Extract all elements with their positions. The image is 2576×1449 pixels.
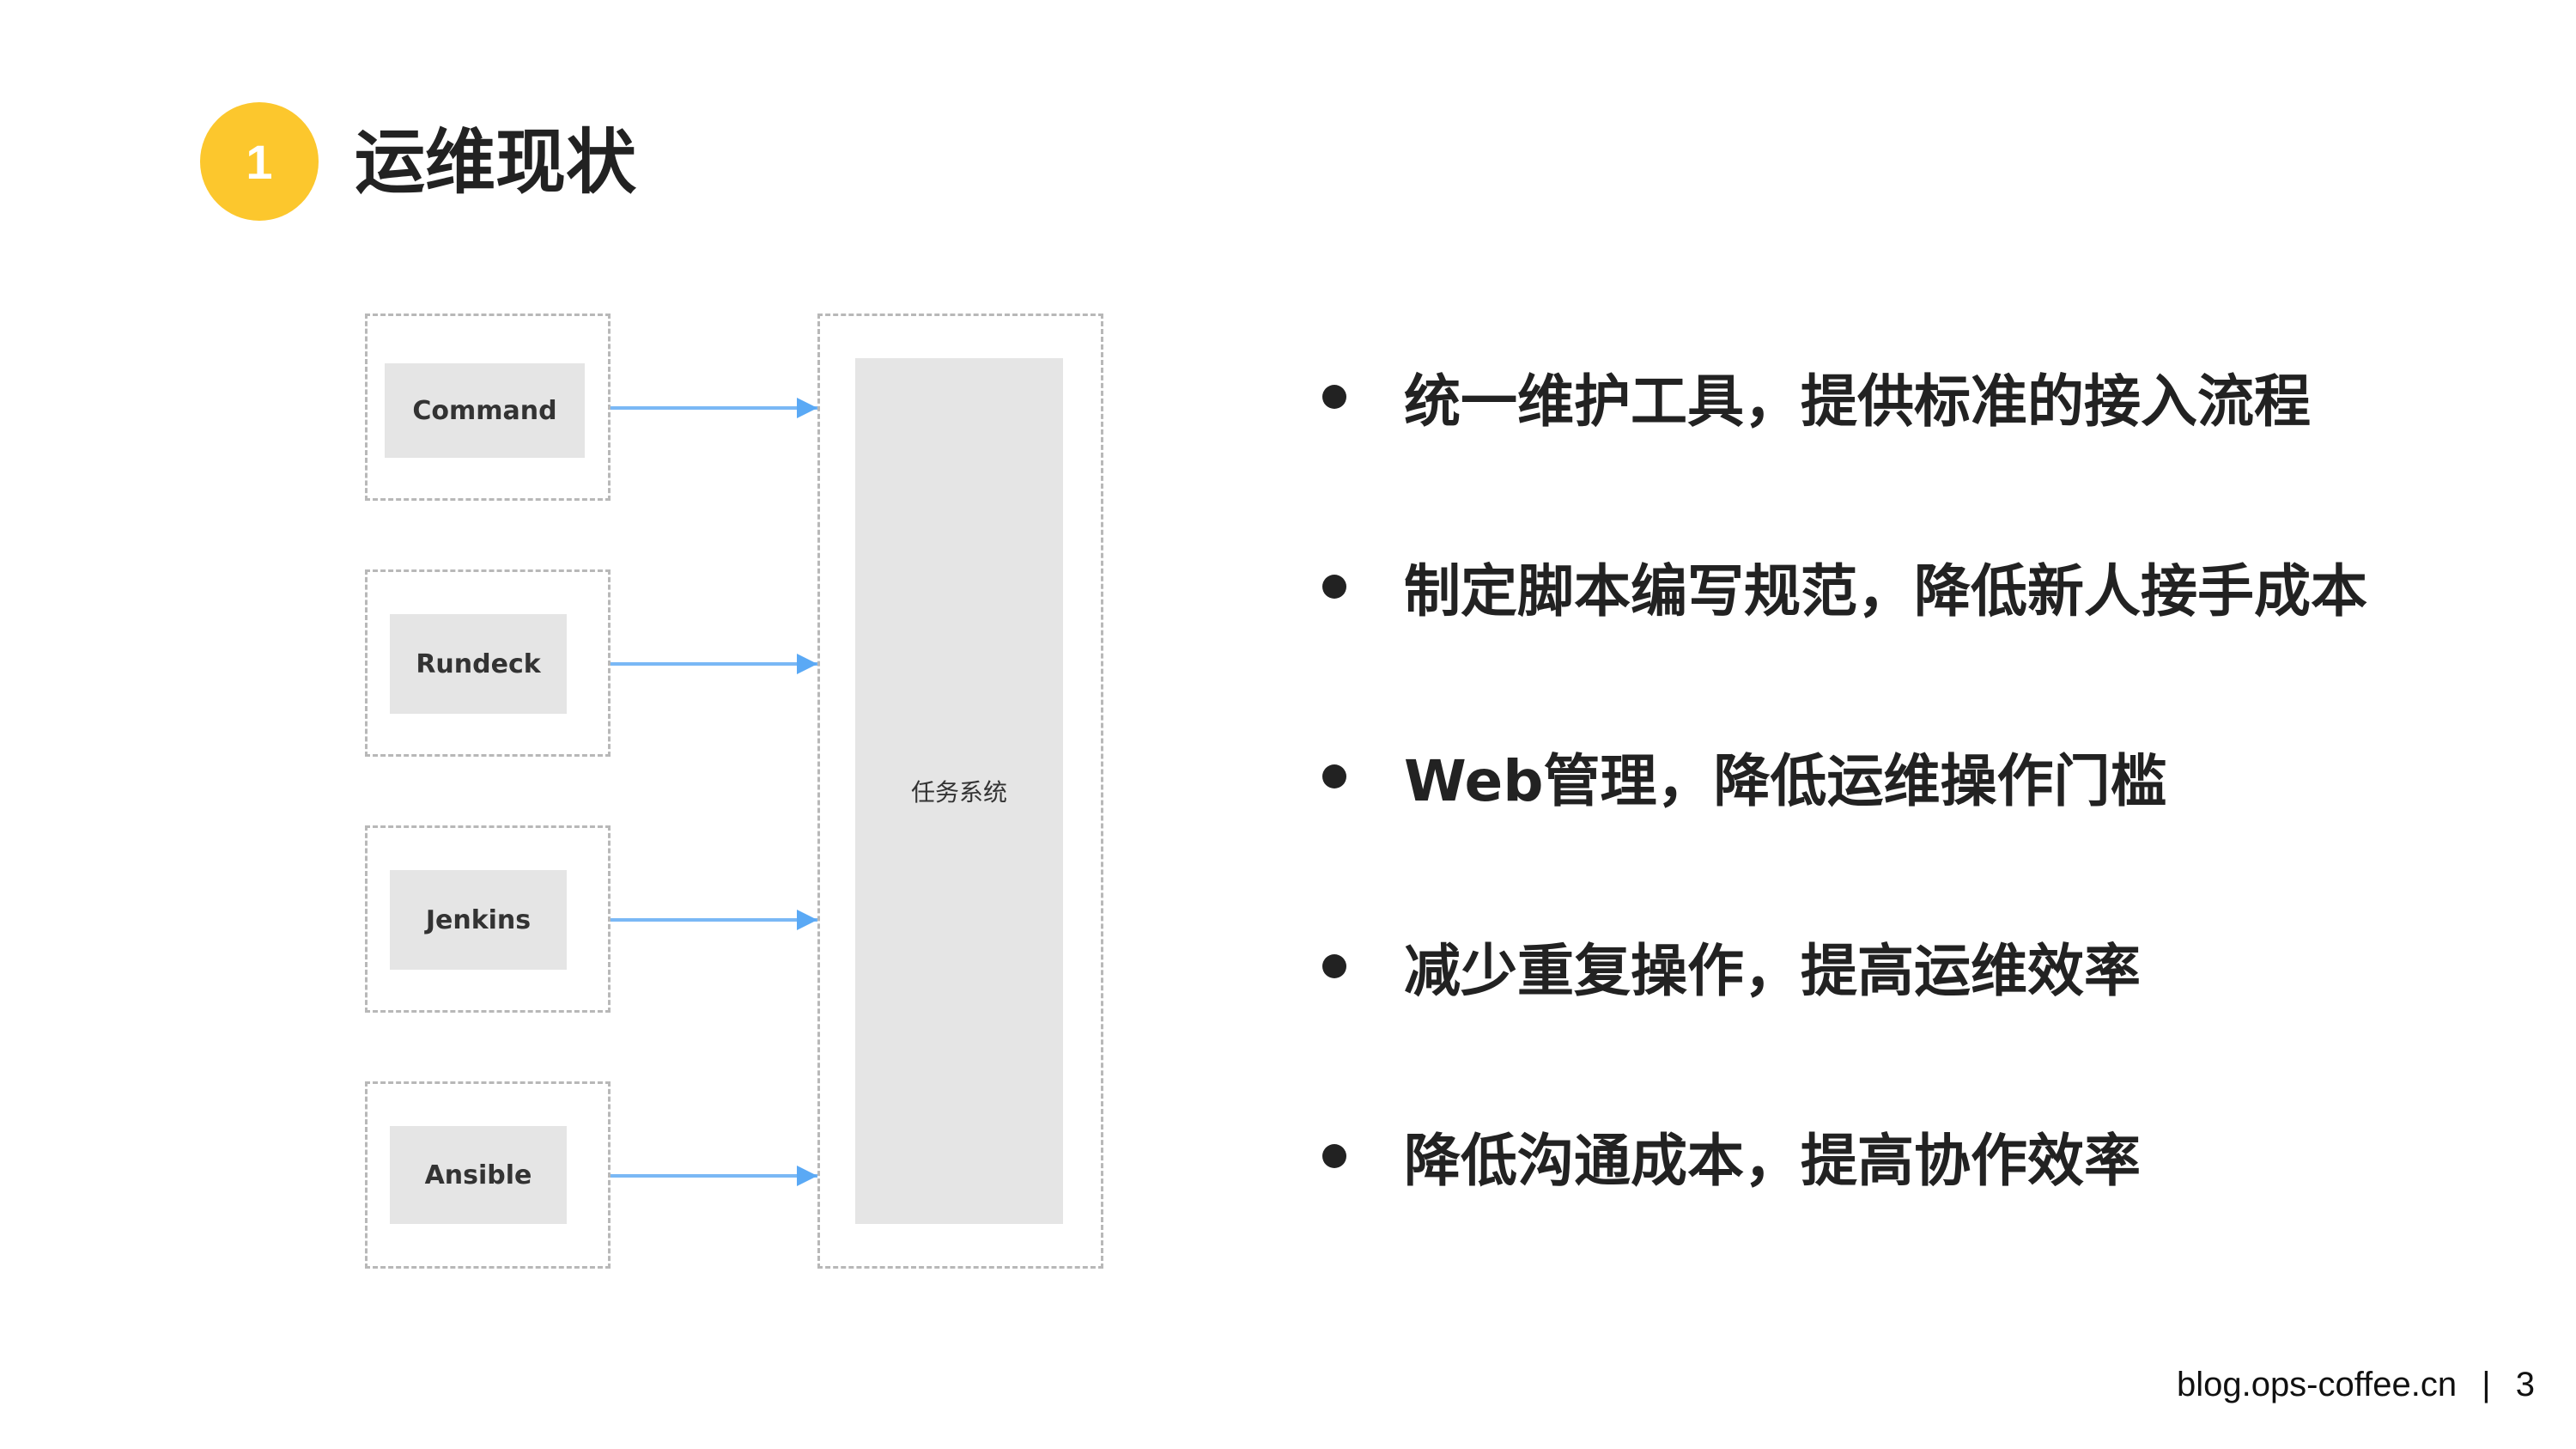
source-frame-jenkins — [365, 825, 611, 1013]
arrow-command — [611, 398, 817, 418]
section-number-badge: 1 — [200, 102, 319, 221]
source-frame-rundeck — [365, 569, 611, 757]
source-box-jenkins: Jenkins — [390, 870, 567, 970]
target-frame — [817, 314, 1103, 1269]
bullet-dot-icon — [1322, 764, 1346, 788]
page-number: 3 — [2515, 1366, 2535, 1403]
bullet-text: 统一维护工具，提供标准的接入流程 — [1404, 368, 2311, 435]
footer-site: blog.ops-coffee.cn — [2176, 1366, 2458, 1403]
bullet-item: 减少重复操作，提高运维效率 — [1322, 923, 2141, 1009]
bullet-item: 制定脚本编写规范，降低新人接手成本 — [1322, 544, 2367, 630]
source-box-ansible: Ansible — [390, 1126, 567, 1224]
footer: blog.ops-coffee.cn | 3 — [2177, 1366, 2535, 1404]
footer-separator: | — [2482, 1366, 2491, 1403]
source-box-rundeck: Rundeck — [390, 614, 567, 714]
bullet-item: 降低沟通成本，提高协作效率 — [1322, 1113, 2141, 1199]
bullet-item: Web管理，降低运维操作门槛 — [1322, 734, 2166, 819]
source-frame-command — [365, 314, 611, 501]
bullet-text: 降低沟通成本，提高协作效率 — [1404, 1128, 2141, 1194]
bullet-text: Web管理，降低运维操作门槛 — [1404, 748, 2167, 814]
bullet-text: 减少重复操作，提高运维效率 — [1404, 938, 2141, 1004]
bullet-dot-icon — [1322, 385, 1346, 409]
target-box-task-system: 任务系统 — [855, 358, 1063, 1224]
bullet-item: 统一维护工具，提供标准的接入流程 — [1322, 354, 2311, 440]
arrow-rundeck — [611, 654, 817, 674]
arrow-jenkins — [611, 910, 817, 930]
bullet-dot-icon — [1322, 575, 1346, 599]
bullet-dot-icon — [1322, 954, 1346, 978]
bullet-text: 制定脚本编写规范，降低新人接手成本 — [1404, 558, 2367, 624]
bullet-dot-icon — [1322, 1144, 1346, 1168]
source-frame-ansible — [365, 1081, 611, 1269]
arrow-ansible — [611, 1166, 817, 1186]
slide-title: 运维现状 — [355, 122, 637, 204]
source-box-command: Command — [385, 363, 585, 458]
